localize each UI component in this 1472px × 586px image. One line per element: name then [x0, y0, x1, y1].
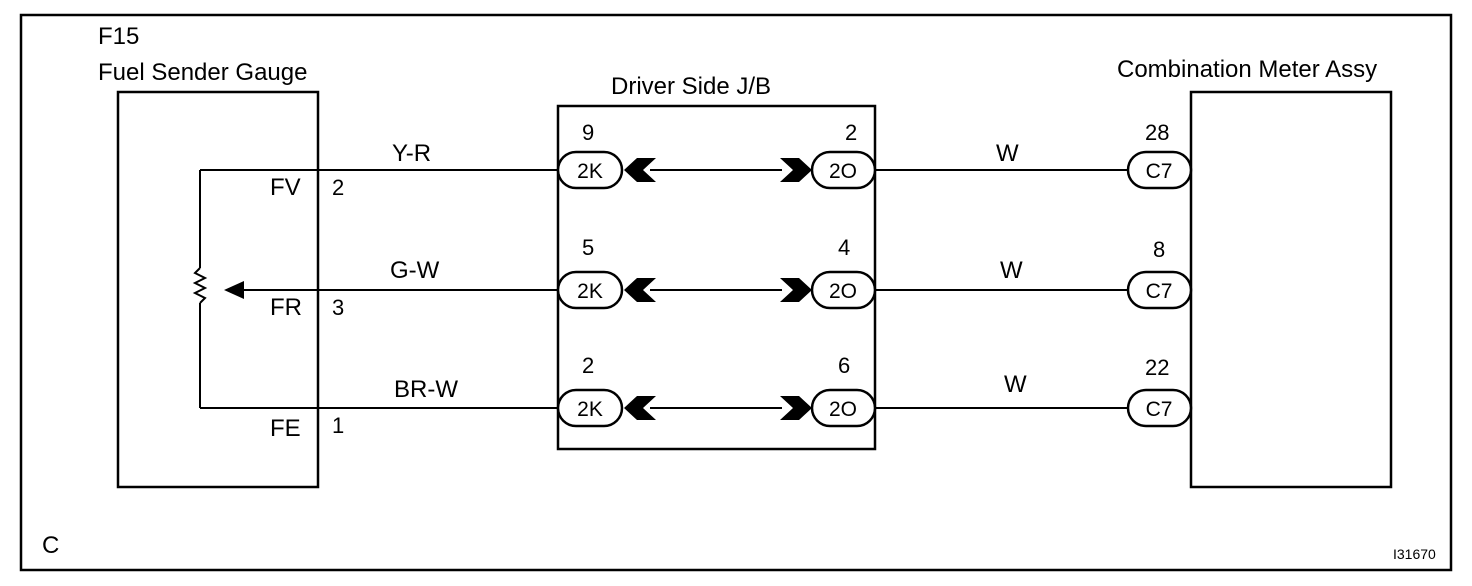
jb-right-connector-code: 2O [829, 398, 857, 421]
jb-left-connector-code: 2K [577, 160, 603, 183]
frame-corner-label: C [42, 532, 59, 559]
connector-arrow-left-icon [624, 396, 656, 420]
wire-color-right: W [996, 140, 1019, 167]
circuit-row-3: FE 1 BR-W 2 2K 6 2O W 22 C7 [270, 353, 1193, 442]
connector-arrow-left-icon [624, 158, 656, 182]
meter-connector [1126, 150, 1193, 190]
meter-pin: 22 [1145, 355, 1169, 380]
wire-color-left: BR-W [394, 376, 458, 403]
jb-right-connector-code: 2O [829, 160, 857, 183]
connector-arrow-right-icon [780, 158, 812, 182]
meter-connector-code: C7 [1146, 160, 1173, 183]
jb-right-connector-code: 2O [829, 280, 857, 303]
wire-color-left: G-W [390, 257, 440, 284]
sender-pin: 1 [332, 413, 344, 438]
wiper-arrow-icon [224, 281, 244, 299]
meter-connector [1126, 270, 1193, 310]
jb-left-connector [556, 150, 624, 190]
wire-color-right: W [1000, 257, 1023, 284]
circuit-row-2: FR 3 G-W 5 2K 4 2O W 8 C7 [270, 235, 1193, 321]
connector-arrow-right-icon [780, 278, 812, 302]
combination-meter-name: Combination Meter Assy [1117, 56, 1377, 83]
sender-pin: 3 [332, 295, 344, 320]
figure-id-label: I31670 [1393, 546, 1436, 562]
jb-left-pin: 2 [582, 353, 594, 378]
terminal-name: FR [270, 294, 302, 321]
connector-arrow-right-icon [780, 396, 812, 420]
connector-arrow-left-icon [624, 278, 656, 302]
jb-right-pin: 4 [838, 235, 850, 260]
jb-left-connector [556, 270, 624, 310]
jb-right-pin: 6 [838, 353, 850, 378]
circuit-row-1: FV 2 Y-R 9 2K 2 2O W 28 C7 [270, 120, 1193, 201]
wire-color-left: Y-R [392, 140, 431, 167]
sender-pin: 2 [332, 175, 344, 200]
junction-block-name: Driver Side J/B [611, 73, 771, 100]
terminal-name: FE [270, 415, 301, 442]
meter-connector [1126, 388, 1193, 428]
wire-color-right: W [1004, 371, 1027, 398]
jb-left-connector-code: 2K [577, 398, 603, 421]
meter-connector-code: C7 [1146, 280, 1173, 303]
jb-left-connector [556, 388, 624, 428]
combination-meter-box [1189, 90, 1393, 489]
diagram-frame [19, 13, 1453, 572]
jb-left-pin: 9 [582, 120, 594, 145]
meter-connector-code: C7 [1146, 398, 1173, 421]
jb-right-pin: 2 [845, 120, 857, 145]
terminal-name: FV [270, 174, 301, 201]
sender-internal-circuit [192, 169, 318, 409]
meter-pin: 8 [1153, 237, 1165, 262]
meter-pin: 28 [1145, 120, 1169, 145]
jb-left-connector-code: 2K [577, 280, 603, 303]
jb-left-pin: 5 [582, 235, 594, 260]
fuel-sender-code: F15 [98, 23, 139, 50]
resistor-symbol [192, 267, 208, 304]
fuel-sender-name: Fuel Sender Gauge [98, 59, 307, 86]
